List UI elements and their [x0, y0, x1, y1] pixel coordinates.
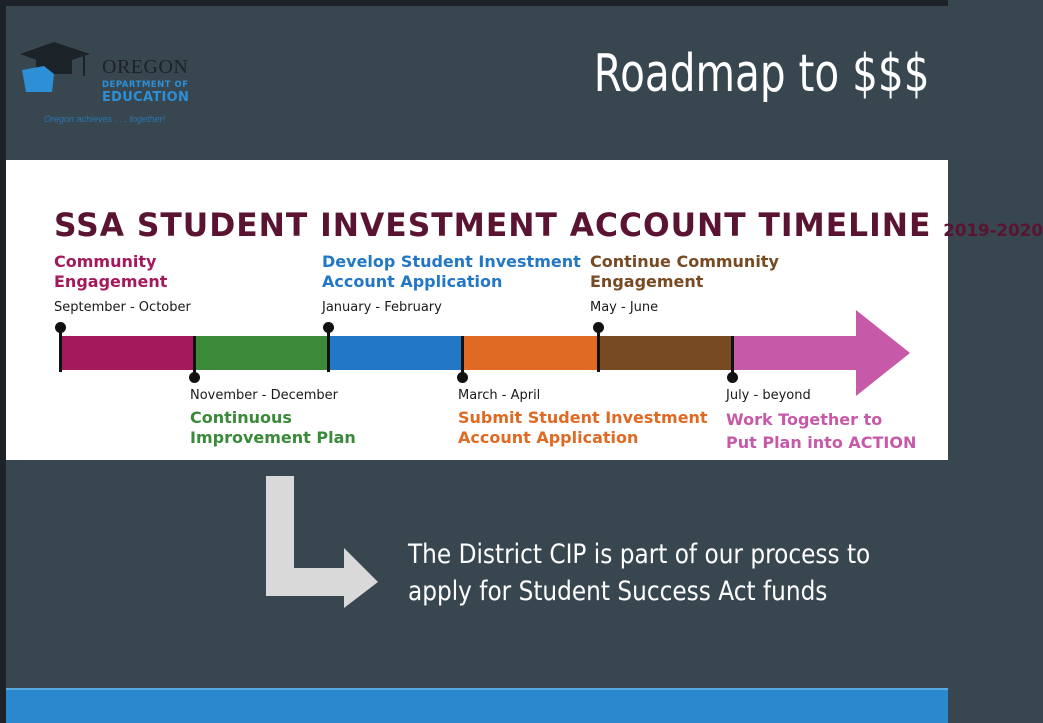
date-may-june: May - June [590, 300, 659, 315]
timeline-tick [327, 330, 330, 372]
phase-label-line: Submit Student Investment [458, 408, 708, 427]
timeline-year: 2019-2020 [943, 221, 1043, 241]
timeline-title: SSA STUDENT INVESTMENT ACCOUNT TIMELINE … [54, 206, 1043, 244]
phase-continue-engagement: Continue Community Engagement [590, 252, 779, 292]
phase-label-line: Work Together to [726, 410, 883, 429]
timeline-marker [189, 372, 200, 383]
timeline-segment-2 [194, 336, 328, 370]
phase-label-line: Improvement Plan [190, 428, 356, 447]
phase-label-line: Develop Student Investment [322, 252, 581, 271]
timeline-marker [457, 372, 468, 383]
header: OREGON DEPARTMENT OF EDUCATION Oregon ac… [6, 6, 948, 160]
slide-border-left [0, 0, 6, 723]
phase-label-line: Put Plan into ACTION [726, 433, 917, 452]
timeline-tick [597, 330, 600, 372]
cip-note: The District CIP is part of our process … [408, 536, 870, 610]
timeline-tick [193, 336, 196, 376]
timeline-segment-3 [328, 336, 462, 370]
timeline-tick [461, 336, 464, 376]
phase-label-line: Continuous [190, 408, 292, 427]
phase-work-together: Work Together to Put Plan into ACTION [726, 408, 916, 454]
timeline-marker [727, 372, 738, 383]
phase-community-engagement: Community Engagement [54, 252, 167, 292]
cip-note-line: The District CIP is part of our process … [408, 539, 871, 570]
logo-oregon-text: OREGON [102, 56, 189, 78]
phase-label-line: Engagement [54, 272, 168, 291]
logo-department-text: DEPARTMENT OF [102, 80, 189, 90]
timeline-segment-4 [462, 336, 598, 370]
logo-tagline: Oregon achieves . . . together! [44, 114, 166, 124]
footer-bar [6, 690, 948, 723]
date-september-october: September - October [54, 300, 191, 315]
timeline-tick [59, 330, 62, 372]
bent-arrow-icon [266, 476, 378, 608]
slide-title: Roadmap to $$$ [594, 44, 930, 104]
phase-label-line: Community [54, 252, 157, 271]
timeline-panel: SSA STUDENT INVESTMENT ACCOUNT TIMELINE … [6, 160, 1043, 460]
timeline-marker [55, 322, 66, 333]
timeline-segment-5 [598, 336, 732, 370]
timeline-marker [593, 322, 604, 333]
date-november-december: November - December [190, 388, 338, 403]
phase-submit-application: Submit Student Investment Account Applic… [458, 408, 708, 448]
timeline-marker [323, 322, 334, 333]
timeline-segment-6 [732, 336, 862, 370]
oregon-education-logo: OREGON DEPARTMENT OF EDUCATION Oregon ac… [14, 30, 204, 124]
timeline-arrow-head-icon [856, 310, 910, 396]
phase-label-line: Continue Community [590, 252, 779, 271]
logo-education-text: EDUCATION [102, 90, 190, 105]
phase-label-line: Account Application [322, 272, 503, 291]
timeline-title-text: SSA STUDENT INVESTMENT ACCOUNT TIMELINE [54, 206, 932, 244]
timeline-tick [731, 336, 734, 376]
graduation-cap-icon [20, 42, 90, 92]
phase-develop-application: Develop Student Investment Account Appli… [322, 252, 581, 292]
cip-note-line: apply for Student Success Act funds [408, 576, 828, 607]
slide-border-top [0, 0, 948, 6]
date-january-february: January - February [322, 300, 442, 315]
footer-highlight [6, 688, 948, 691]
date-march-april: March - April [458, 388, 541, 403]
date-july-beyond: July - beyond [726, 388, 811, 403]
phase-continuous-improvement: Continuous Improvement Plan [190, 408, 356, 448]
phase-label-line: Engagement [590, 272, 704, 291]
timeline-segment-1 [60, 336, 194, 370]
phase-label-line: Account Application [458, 428, 639, 447]
